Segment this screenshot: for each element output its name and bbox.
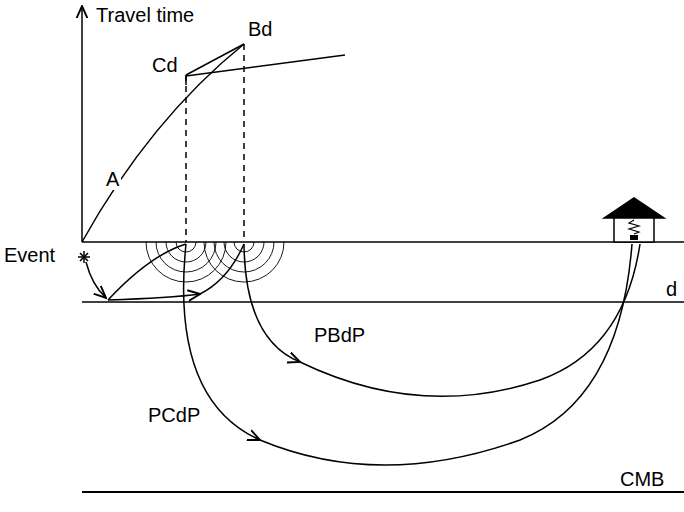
branch-label: A [104, 168, 121, 190]
interface-label: CMB [618, 468, 666, 490]
phase-label: PCdP [146, 404, 202, 426]
event-label: Event [2, 244, 57, 266]
interface-label: d [664, 278, 679, 300]
phase-label: PBdP [312, 324, 367, 346]
axis-title: Travel time [94, 4, 196, 26]
branch-label: Cd [150, 54, 180, 76]
branch-label: Bd [246, 18, 274, 40]
